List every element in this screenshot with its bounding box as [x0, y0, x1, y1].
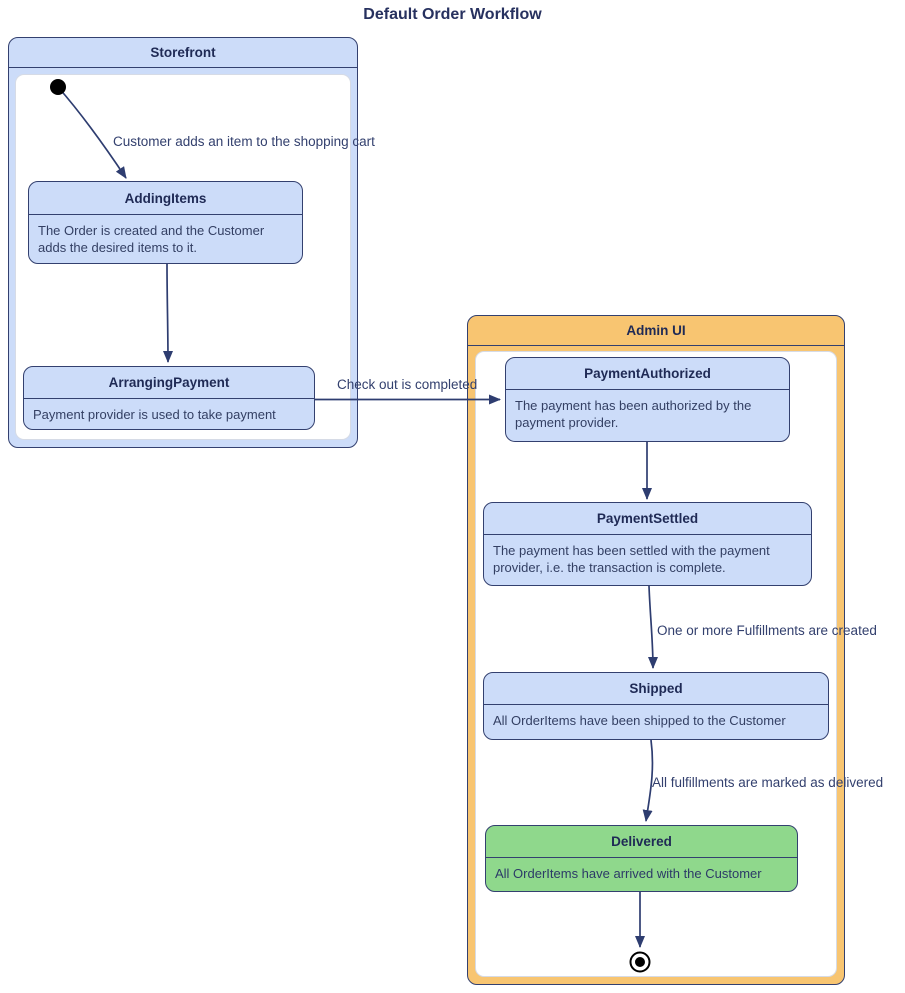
- edge-addingitems-to-arrangingpayment: [162, 263, 173, 363]
- state-delivered: Delivered All OrderItems have arrived wi…: [485, 825, 798, 892]
- edge-label-customer-adds-item: Customer adds an item to the shopping ca…: [113, 134, 375, 149]
- state-arranging-payment-title: ArrangingPayment: [24, 367, 314, 399]
- initial-state-icon: [50, 79, 66, 95]
- state-arranging-payment-description: Payment provider is used to take payment: [33, 407, 276, 422]
- state-delivered-description: All OrderItems have arrived with the Cus…: [495, 866, 762, 881]
- diagram-title: Default Order Workflow: [363, 6, 542, 23]
- state-delivered-title: Delivered: [486, 826, 797, 858]
- state-payment-authorized: PaymentAuthorized The payment has been a…: [505, 357, 790, 442]
- state-shipped-title: Shipped: [484, 673, 828, 705]
- state-payment-settled-title: PaymentSettled: [484, 503, 811, 535]
- edge-label-fulfillments-created: One or more Fulfillments are created: [657, 623, 877, 638]
- state-payment-authorized-title: PaymentAuthorized: [506, 358, 789, 390]
- state-payment-authorized-description: The payment has been authorized by the p…: [515, 398, 752, 430]
- state-shipped: Shipped All OrderItems have been shipped…: [483, 672, 829, 740]
- state-adding-items-description: The Order is created and the Customer ad…: [38, 223, 265, 255]
- edge-shipped-to-delivered: [642, 739, 654, 822]
- edge-paymentsettled-to-shipped: [647, 585, 658, 669]
- edge-start-to-addingitems: [57, 86, 127, 179]
- state-shipped-description: All OrderItems have been shipped to the …: [493, 713, 786, 728]
- state-payment-settled-description: The payment has been settled with the pa…: [493, 543, 770, 575]
- edge-label-checkout-completed: Check out is completed: [337, 377, 478, 392]
- state-payment-settled: PaymentSettled The payment has been sett…: [483, 502, 812, 586]
- final-state-icon: [629, 951, 651, 973]
- composite-storefront-title: Storefront: [9, 38, 357, 68]
- state-arranging-payment: ArrangingPayment Payment provider is use…: [23, 366, 315, 430]
- state-adding-items: AddingItems The Order is created and the…: [28, 181, 303, 264]
- edge-label-marked-as-delivered: All fulfillments are marked as delivered: [652, 775, 884, 790]
- composite-admin-ui-title: Admin UI: [468, 316, 844, 346]
- state-adding-items-title: AddingItems: [29, 182, 302, 215]
